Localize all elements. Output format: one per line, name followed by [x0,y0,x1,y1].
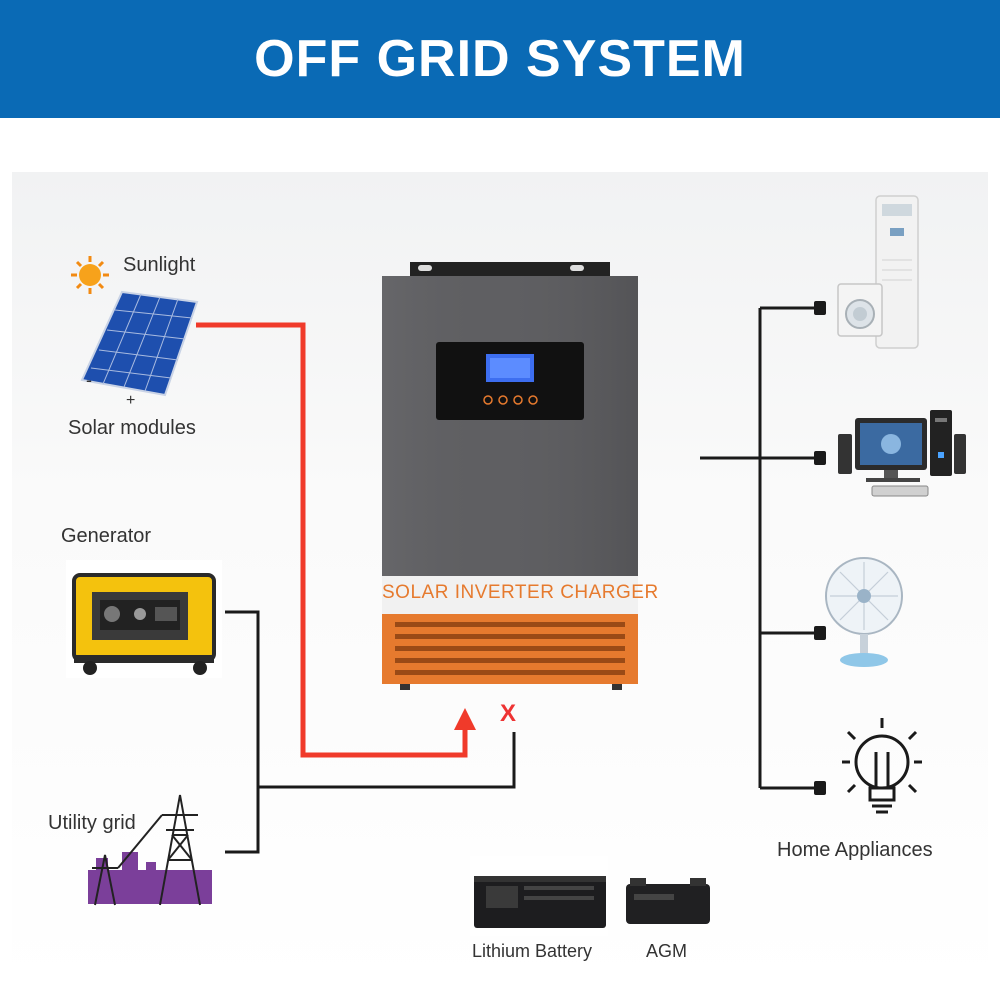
minus-terminal: - [86,370,92,390]
sunlight-label: Sunlight [123,254,196,276]
plug-icons [814,301,826,795]
washing-machine-icon [837,283,883,337]
utility-grid-label: Utility grid [48,812,136,834]
output-wires [700,306,815,790]
air-conditioner-icon [875,195,919,349]
inverter-label: SOLAR INVERTER CHARGER [382,582,659,603]
blocked-mark: X [500,700,517,727]
computer-icon [838,410,966,497]
generator-label: Generator [61,525,152,547]
agm-label: AGM [646,941,688,961]
home-appliances-label: Home Appliances [777,839,933,861]
header-banner: OFF GRID SYSTEM [0,0,1000,118]
inverter-unit [382,262,638,690]
generator-icon [66,560,222,678]
lithium-battery-label: Lithium Battery [472,941,593,961]
solar-connection-line [196,322,476,758]
agm-battery-icon [626,878,710,924]
fan-icon [825,557,903,667]
plus-terminal: + [126,392,136,409]
utility-grid-icon [88,794,212,906]
sun-icon [71,256,109,294]
page-title: OFF GRID SYSTEM [254,30,746,88]
generator-grid-wire [225,610,516,854]
light-bulb-icon [842,718,922,814]
lithium-battery-icon [470,856,608,936]
solar-panel-icon [80,290,199,397]
solar-modules-label: Solar modules [68,417,196,439]
